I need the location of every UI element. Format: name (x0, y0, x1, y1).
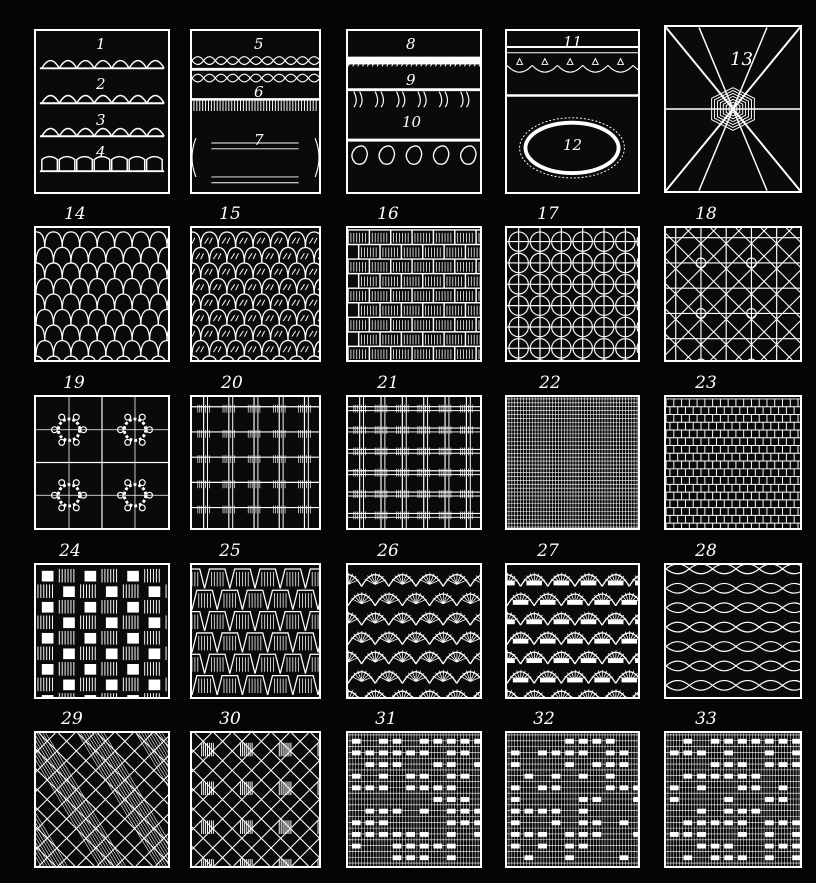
sample-label-2: 2 (96, 75, 106, 93)
sample-label-20: 20 (202, 374, 262, 392)
sample-20-bar-lattice (190, 395, 321, 530)
sample-26-fan-stitch (346, 563, 482, 699)
sample-label-23: 23 (676, 374, 736, 392)
sample-18-trellis-stitch (664, 226, 802, 362)
scale-shaded-pattern-svg (192, 228, 319, 360)
brick-weave-svg (666, 397, 800, 528)
sample-14-scale-stitch (34, 226, 170, 362)
sample-23-brick-weave (664, 395, 802, 530)
checker-weave-svg (36, 565, 168, 697)
sample-label-16: 16 (358, 205, 418, 223)
sample-label-13: 13 (730, 49, 753, 70)
sample-label-24: 24 (40, 542, 100, 560)
sample-label-26: 26 (358, 542, 418, 560)
sample-label-25: 25 (200, 542, 260, 560)
sample-label-6: 6 (254, 83, 264, 101)
sample-label-30: 30 (200, 710, 260, 728)
sample-28-wave-net (664, 563, 802, 699)
edge-stitches-svg (348, 31, 480, 192)
wave-net-svg (666, 565, 800, 697)
dotted-weave-b-svg (507, 733, 638, 866)
sample-17-circle-grid-stitch (505, 226, 640, 362)
sample-label-22: 22 (520, 374, 580, 392)
sample-label-10: 10 (402, 113, 421, 131)
brick-pattern-svg (348, 228, 480, 360)
sample-22-fine-weave (505, 395, 640, 530)
fine-weave-svg (507, 397, 638, 528)
sample-label-21: 21 (358, 374, 418, 392)
trellis-pattern-svg (666, 228, 800, 360)
panel-5-7: 5 6 7 (190, 29, 321, 194)
sample-label-9: 9 (406, 71, 416, 89)
fan-shaded-pattern-svg (507, 565, 638, 697)
sample-label-3: 3 (96, 111, 106, 129)
sample-25-trapezoid-stitch (190, 563, 321, 699)
sample-label-8: 8 (406, 35, 416, 53)
sample-label-12: 12 (563, 136, 582, 154)
sample-label-33: 33 (676, 710, 736, 728)
sample-21-double-bar-lattice (346, 395, 482, 530)
sample-label-29: 29 (42, 710, 102, 728)
panel-13: 13 (664, 25, 802, 193)
sample-label-19: 19 (44, 374, 104, 392)
sample-32-dotted-weave-b (505, 731, 640, 868)
fan-pattern-svg (348, 565, 480, 697)
sample-30-filled-diamond-net (190, 731, 321, 868)
chain-stitches-svg (192, 31, 319, 192)
oval-stitch-svg (507, 31, 638, 192)
sample-label-27: 27 (518, 542, 578, 560)
sample-label-31: 31 (356, 710, 416, 728)
sample-29-diamond-net (34, 731, 170, 868)
sample-label-1: 1 (96, 35, 106, 53)
sample-label-4: 4 (96, 143, 106, 161)
scale-pattern-svg (36, 228, 168, 360)
panel-1-4: 1 2 3 4 (34, 29, 170, 194)
sample-27-shaded-fan-stitch (505, 563, 640, 699)
dotted-weave-svg (348, 733, 480, 866)
sample-label-28: 28 (676, 542, 736, 560)
sample-24-checker-weave (34, 563, 170, 699)
sample-label-14: 14 (45, 205, 105, 223)
sample-label-18: 18 (676, 205, 736, 223)
sample-label-5: 5 (254, 35, 264, 53)
sample-label-32: 32 (514, 710, 574, 728)
sample-label-7: 7 (254, 131, 264, 149)
flower-grid-svg (36, 397, 168, 528)
panel-8-10: 8 9 10 (346, 29, 482, 194)
sample-31-dotted-weave (346, 731, 482, 868)
sample-33-dotted-weave-c (664, 731, 802, 868)
diamond-net-svg (36, 733, 168, 866)
diamond-fill-svg (192, 733, 319, 866)
trapezoid-pattern-svg (192, 565, 319, 697)
double-lattice-pattern-svg (348, 397, 480, 528)
sample-19-flower-grid (34, 395, 170, 530)
sample-16-brick-stitch (346, 226, 482, 362)
lattice-pattern-svg (192, 397, 319, 528)
sample-label-11: 11 (563, 33, 582, 51)
dotted-weave-c-svg (666, 733, 800, 866)
circle-grid-pattern-svg (507, 228, 638, 360)
sample-label-15: 15 (200, 205, 260, 223)
sample-label-17: 17 (518, 205, 578, 223)
sample-15-shaded-scale-stitch (190, 226, 321, 362)
panel-11-12: 11 12 (505, 29, 640, 194)
